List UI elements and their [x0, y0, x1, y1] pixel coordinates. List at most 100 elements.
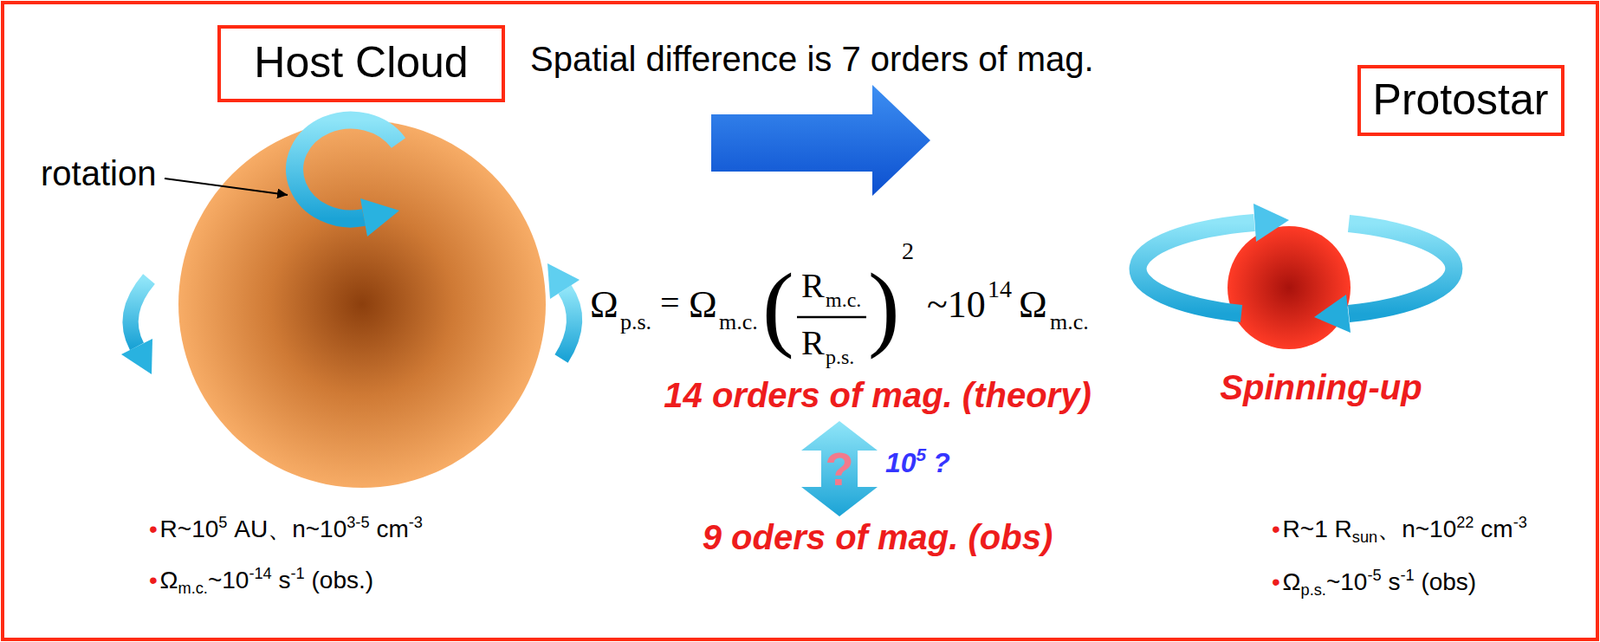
rotation-arrowhead: [360, 198, 400, 237]
rotation-arrow: [561, 289, 575, 359]
formula-subscript: p.s.: [825, 346, 855, 368]
property-row: •R~1Rsun、n~1022 cm-3: [1271, 512, 1528, 548]
superscript: -1: [291, 564, 305, 583]
box-label: Protostar: [1373, 75, 1549, 126]
label-slot: Ω: [589, 285, 619, 324]
superscript: -1: [1399, 566, 1414, 584]
label-slot: ?: [825, 445, 855, 493]
formula-exponent: 2: [901, 239, 914, 264]
label-slot: R: [801, 268, 825, 304]
value-text: cm: [1480, 515, 1513, 543]
value-text: R: [1334, 515, 1353, 543]
label-slot: Ω: [1018, 285, 1048, 324]
formula-symbol: Ω: [589, 285, 619, 324]
property-row: •Ωm.c.~10-14s-1(obs.): [148, 563, 374, 599]
label-slot: R: [801, 325, 825, 361]
superscript: -5: [1366, 566, 1381, 584]
leader-line: [164, 178, 288, 195]
superscript: 22: [1456, 513, 1474, 532]
formula-symbol: ~10: [926, 285, 986, 324]
label-slot: 2: [901, 239, 914, 264]
value-text: 10: [885, 446, 917, 479]
label-slot: =: [660, 285, 681, 321]
formula-subscript: p.s.: [620, 310, 652, 334]
superscript: -3: [408, 513, 423, 532]
box-label: Host Cloud: [253, 38, 468, 89]
label-slot: Ω: [688, 285, 718, 324]
value-text: (obs): [1420, 568, 1477, 596]
label-slot: 14 orders of mag. (theory): [663, 377, 1091, 413]
value-text: AU、n~10: [233, 515, 347, 543]
formula-symbol: Ω: [1018, 285, 1048, 324]
label-slot: 14: [987, 277, 1012, 302]
bullet-mark: •: [148, 515, 158, 543]
value-text: s: [278, 566, 292, 594]
title-box: Host Cloud: [217, 25, 506, 103]
spin-note: Spinning-up: [1219, 369, 1422, 405]
bullet-mark: •: [1271, 515, 1281, 543]
host-cloud-sphere: [178, 120, 546, 488]
formula-subscript: m.c.: [1049, 310, 1089, 334]
formula-symbol: R: [801, 268, 825, 304]
value-text: ~10: [207, 566, 250, 594]
formula-exponent: 14: [987, 277, 1012, 302]
label-slot: (: [762, 259, 795, 355]
bullet-mark: •: [148, 566, 158, 594]
rotation-arrowhead: [547, 263, 580, 299]
rotation-arrow: [294, 120, 399, 220]
value-text: R~1: [1282, 515, 1328, 543]
value-text: ~10: [1326, 568, 1368, 596]
value-text: cm: [375, 515, 409, 543]
superscript: 5: [916, 444, 927, 465]
theory-note: 14 orders of mag. (theory): [663, 377, 1091, 413]
superscript: -14: [248, 564, 272, 583]
label-slot: m.c.: [719, 310, 758, 334]
rotation-arrow: [130, 278, 149, 347]
label-slot: ~10: [926, 285, 986, 324]
property-row: •Ωp.s.~10-5 s-1 (obs): [1271, 565, 1477, 601]
spin-arrow: [1348, 223, 1454, 314]
question-mark: ?: [825, 445, 855, 493]
title-box: Protostar: [1357, 64, 1565, 137]
spin-arrow: [1138, 222, 1255, 314]
formula-subscript: m.c.: [825, 289, 862, 311]
label-slot: p.s.: [620, 310, 652, 334]
value-text: Ω: [1282, 568, 1302, 596]
label-slot: Spatial difference is 7 orders of mag.: [530, 41, 1095, 77]
spin-arrowhead: [1314, 294, 1351, 333]
rotation-arrowhead: [121, 338, 153, 375]
fraction-bar: [796, 316, 867, 319]
subscript: sun: [1352, 528, 1378, 546]
spin-arrowhead: [1253, 203, 1290, 242]
label-slot: Spinning-up: [1219, 369, 1422, 405]
subscript: p.s.: [1301, 581, 1327, 599]
bullet-mark: •: [1271, 568, 1281, 596]
formula-subscript: m.c.: [719, 310, 758, 334]
formula-symbol: Ω: [688, 285, 718, 324]
formula-operator: =: [660, 285, 681, 321]
value-text: R~10: [160, 515, 220, 543]
collapse-arrow: [711, 84, 931, 196]
note-text: Spatial difference is 7 orders of mag.: [530, 41, 1095, 77]
label-slot: p.s.: [825, 346, 855, 368]
superscript: -3: [1513, 513, 1528, 532]
formula-symbol: R: [801, 325, 825, 361]
compare-arrow: [801, 421, 878, 517]
superscript: 3-5: [346, 513, 370, 532]
label-slot: rotation: [40, 155, 156, 191]
ratio-note: 105?: [885, 442, 951, 481]
formula-paren: (: [762, 259, 795, 355]
superscript: 5: [218, 513, 227, 532]
protostar-sphere: [1227, 226, 1351, 350]
label-slot: 9 oders of mag. (obs): [702, 519, 1054, 555]
value-text: s: [1387, 568, 1400, 596]
value-text: (obs.): [311, 566, 375, 594]
label-slot: m.c.: [1049, 310, 1089, 334]
label-slot: m.c.: [825, 289, 862, 311]
subscript: m.c.: [178, 579, 208, 597]
value-text: ?: [932, 446, 951, 479]
value-text: 、n~10: [1377, 515, 1457, 543]
callout-label: rotation: [40, 155, 156, 191]
observation-note: 9 oders of mag. (obs): [702, 519, 1054, 555]
